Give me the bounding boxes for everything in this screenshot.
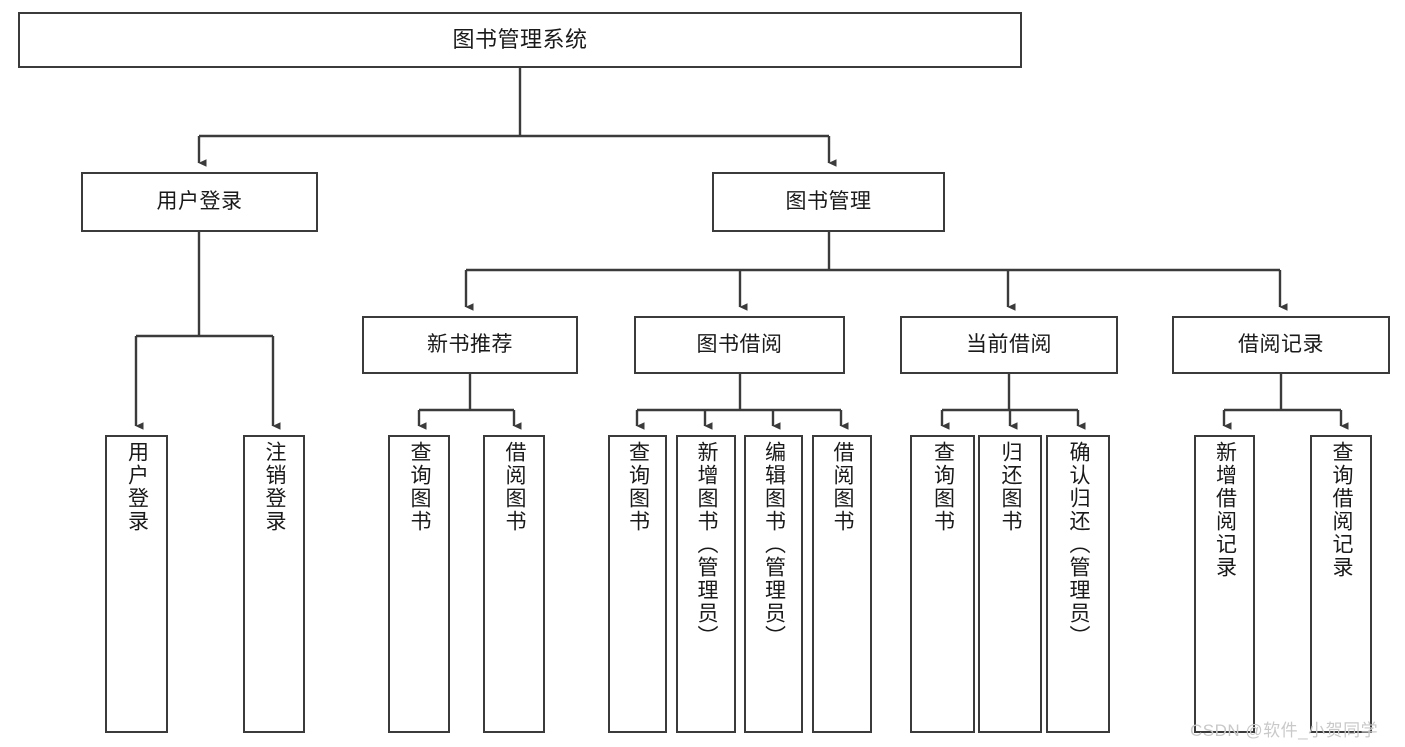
leaf-borrow-book-1-label: 借阅图书 <box>503 441 527 533</box>
node-root[interactable]: 图书管理系统 <box>18 12 1022 68</box>
leaf-query-book-1[interactable]: 查询图书 <box>388 435 450 733</box>
leaf-edit-book-label: 编辑图书（管理员） <box>762 441 786 648</box>
leaf-query-book-2-label: 查询图书 <box>626 441 650 533</box>
csdn-watermark: CSDN @软件_小贺同学 <box>1190 721 1379 740</box>
leaf-query-record-label: 查询借阅记录 <box>1330 441 1354 579</box>
node-current-borrow[interactable]: 当前借阅 <box>900 316 1118 374</box>
node-current-borrow-label: 当前借阅 <box>966 332 1052 356</box>
leaf-add-book[interactable]: 新增图书（管理员） <box>676 435 736 733</box>
leaf-borrow-book-1[interactable]: 借阅图书 <box>483 435 545 733</box>
node-user-login[interactable]: 用户登录 <box>81 172 318 232</box>
leaf-confirm-return[interactable]: 确认归还（管理员） <box>1046 435 1110 733</box>
leaf-query-book-3[interactable]: 查询图书 <box>910 435 975 733</box>
node-borrow-record[interactable]: 借阅记录 <box>1172 316 1390 374</box>
leaf-user-logout[interactable]: 注销登录 <box>243 435 305 733</box>
leaf-user-login-label: 用户登录 <box>125 441 149 533</box>
leaf-confirm-return-label: 确认归还（管理员） <box>1067 441 1091 648</box>
leaf-borrow-book-2-label: 借阅图书 <box>831 441 855 533</box>
node-book-management[interactable]: 图书管理 <box>712 172 945 232</box>
leaf-borrow-book-2[interactable]: 借阅图书 <box>812 435 872 733</box>
leaf-add-record-label: 新增借阅记录 <box>1213 441 1237 579</box>
leaf-query-record[interactable]: 查询借阅记录 <box>1310 435 1372 733</box>
node-new-book-recommend[interactable]: 新书推荐 <box>362 316 578 374</box>
leaf-user-login[interactable]: 用户登录 <box>105 435 168 733</box>
leaf-return-book-label: 归还图书 <box>999 441 1023 533</box>
node-new-book-recommend-label: 新书推荐 <box>427 332 513 356</box>
node-book-borrow-label: 图书借阅 <box>696 332 783 356</box>
node-book-management-label: 图书管理 <box>785 189 872 213</box>
leaf-add-book-label: 新增图书（管理员） <box>695 441 719 648</box>
leaf-add-record[interactable]: 新增借阅记录 <box>1194 435 1255 733</box>
node-root-label: 图书管理系统 <box>452 27 588 53</box>
node-borrow-record-label: 借阅记录 <box>1238 332 1324 356</box>
leaf-edit-book[interactable]: 编辑图书（管理员） <box>744 435 803 733</box>
leaf-user-logout-label: 注销登录 <box>263 441 287 533</box>
node-book-borrow[interactable]: 图书借阅 <box>634 316 845 374</box>
leaf-query-book-2[interactable]: 查询图书 <box>608 435 667 733</box>
node-user-login-label: 用户登录 <box>156 189 243 213</box>
leaf-query-book-3-label: 查询图书 <box>931 441 955 533</box>
leaf-query-book-1-label: 查询图书 <box>408 441 432 533</box>
leaf-return-book[interactable]: 归还图书 <box>978 435 1042 733</box>
